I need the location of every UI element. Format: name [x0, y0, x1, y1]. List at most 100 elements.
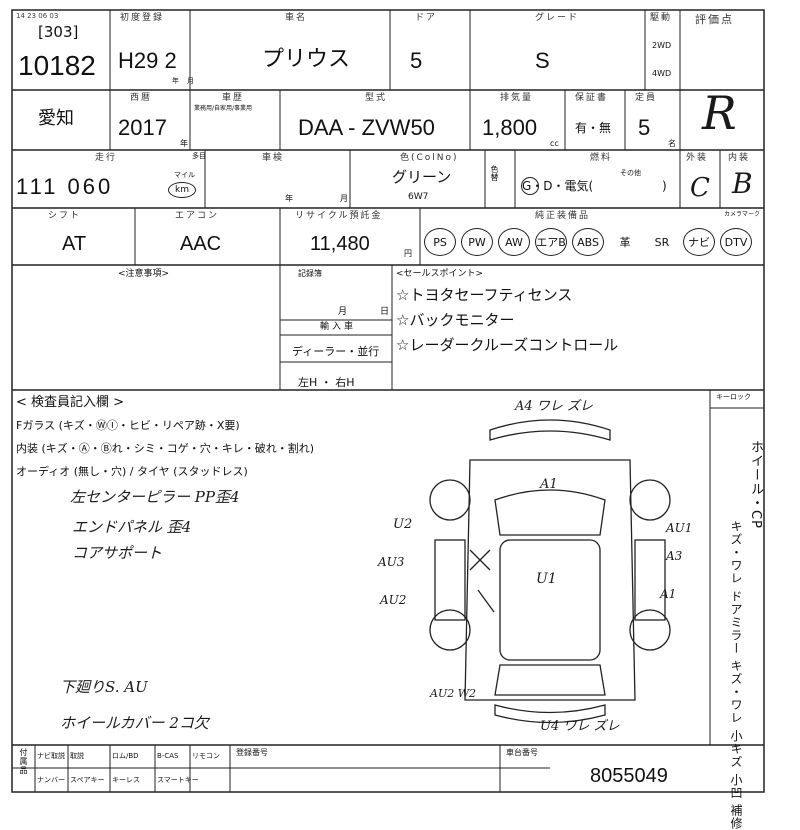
- reg-no-label: 登録番号: [236, 748, 268, 757]
- mark-a1-right: A1: [660, 587, 677, 601]
- equipment-item: SR: [654, 235, 670, 249]
- displacement-value: 1,800: [482, 115, 538, 140]
- record-day: 日: [380, 307, 390, 317]
- equipment-item: PW: [461, 228, 493, 256]
- wheel-rear-left: [429, 609, 471, 651]
- inspection-month: 月: [340, 194, 348, 203]
- accessory-cell: キーレス: [112, 776, 140, 784]
- handwritten-note-5: ホイールカバー 2コ欠: [60, 714, 209, 732]
- equipment-label: 純正装備品: [535, 211, 591, 221]
- windshield-shape: [494, 489, 606, 536]
- warranty-value: 有・無: [575, 121, 612, 135]
- rear-window-shape: [494, 664, 606, 696]
- mileage-label: 走行: [95, 153, 118, 163]
- fuel-g-circle: [521, 177, 539, 195]
- mileage-unit-alt: マイル: [174, 171, 195, 179]
- accessory-cell: リモコン: [192, 752, 220, 760]
- color-label: 色(ColNo): [400, 153, 459, 163]
- equipment-item: AW: [498, 228, 530, 256]
- chassis-label: 車台番号: [506, 748, 538, 757]
- mark-u2: U2: [393, 517, 413, 532]
- history-note: 業務用/自家用/事業用: [194, 105, 253, 112]
- sales-point-item: ☆バックモニター: [396, 311, 515, 329]
- accessory-cell: スマートキー: [157, 776, 199, 784]
- import-label: 輸入車: [320, 322, 357, 332]
- camera-label: カメラマーク: [724, 211, 761, 218]
- aircon-value: AAC: [180, 233, 222, 255]
- grade-value: S: [535, 48, 550, 73]
- front-bumper-shape: [489, 419, 611, 441]
- doors-label: ドア: [415, 13, 438, 23]
- handwritten-note-2: エンドパネル 歪4: [72, 518, 192, 536]
- model-type-label: 型式: [365, 93, 388, 103]
- notes-label: <注意事項>: [118, 269, 170, 279]
- mark-au1: AU1: [666, 521, 693, 535]
- dealer-value: ディーラー・並行: [292, 345, 380, 358]
- roof-shape: [499, 539, 601, 661]
- accessory-cell: B-CAS: [157, 752, 179, 760]
- first-reg-unit: 年月: [172, 77, 202, 85]
- first-reg-label: 初度登録: [120, 13, 165, 23]
- mileage-prefix-label: 多目: [192, 152, 206, 160]
- history-label: 車歴: [222, 93, 245, 103]
- fuel-other: その他: [620, 169, 641, 177]
- wheel-front-right: [629, 479, 671, 521]
- drive-label: 駆動: [650, 13, 673, 23]
- inspection-label: 車検: [262, 153, 285, 163]
- first-reg-value: H29 2: [118, 48, 177, 73]
- accessory-cell: 取説: [70, 752, 84, 760]
- drive-4wd: 4WD: [652, 69, 672, 78]
- chassis-value: 8055049: [590, 765, 668, 787]
- equipment-item: ABS: [572, 228, 604, 256]
- shift-value: AT: [62, 233, 87, 255]
- lane-code: [303]: [38, 23, 79, 41]
- record-label: 記録簿: [298, 269, 322, 278]
- mark-au3: AU3: [378, 555, 405, 569]
- equipment-item: ナビ: [683, 228, 715, 256]
- grade-label: グレード: [535, 13, 580, 23]
- aircon-label: エアコン: [175, 211, 220, 221]
- interior-label: 内装: [728, 153, 751, 163]
- color-change-label: 色替: [490, 165, 499, 181]
- model-year-label: 西暦: [130, 93, 153, 103]
- equipment-item: エアB: [535, 228, 567, 256]
- mileage-unit: km: [168, 182, 196, 198]
- displacement-label: 排気量: [500, 93, 534, 103]
- mark-top: A4 ワレ ズレ: [515, 399, 593, 414]
- displacement-unit: cc: [550, 139, 559, 148]
- car-diagram: [429, 419, 671, 724]
- mileage-value: 111 060: [16, 174, 114, 199]
- car-name-label: 車名: [285, 13, 308, 23]
- side-vertical: キズ・ワレ ドアミラー キズ・ワレ 小キズ 小凹 補修: [729, 520, 743, 830]
- inspection-line: 内装 (キズ・Ⓐ・Ⓑれ・シミ・コゲ・穴・キレ・破れ・割れ): [16, 442, 315, 455]
- equipment-item: DTV: [720, 228, 752, 256]
- handwritten-note-4: 下廻りS. AU: [60, 678, 148, 696]
- mark-bottom: U4 ワレ ズレ: [540, 719, 620, 734]
- model-type-value: DAA - ZVW50: [298, 115, 435, 140]
- side-label: ホイール・CP: [748, 440, 763, 529]
- inspection-line: Fガラス (キズ・ⓌⒾ・ヒビ・リペア跡・X要): [16, 419, 240, 432]
- capacity-label: 定員: [635, 93, 658, 103]
- color-code: 6W7: [408, 192, 429, 202]
- car-name-value: プリウス: [262, 46, 351, 71]
- interior-value: B: [732, 167, 753, 200]
- mark-au2w2: AU2 W2: [430, 687, 477, 700]
- inspection-line: オーディオ (無し・穴) / タイヤ (スタッドレス): [16, 465, 248, 478]
- sales-point-item: ☆レーダークルーズコントロール: [396, 336, 619, 354]
- mark-au2: AU2: [380, 593, 407, 607]
- mark-a3: A3: [666, 549, 683, 563]
- wheel-rear-right: [629, 609, 671, 651]
- drive-2wd: 2WD: [652, 41, 672, 50]
- steering-value: 左H ・ 右H: [298, 376, 355, 389]
- accessory-cell: ロム/BD: [112, 752, 139, 760]
- inspection-title: < 検査員記入欄 >: [16, 395, 125, 410]
- score-label: 評価点: [695, 13, 734, 26]
- recycle-label: リサイクル預託金: [295, 211, 383, 221]
- mark-u1: U1: [536, 571, 557, 587]
- footer-side-label: 付属品: [19, 748, 28, 775]
- wheel-front-left: [429, 479, 471, 521]
- fuel-close: ): [662, 179, 667, 193]
- shift-label: シフト: [48, 211, 82, 221]
- sales-points-label: <セールスポイント>: [396, 269, 484, 279]
